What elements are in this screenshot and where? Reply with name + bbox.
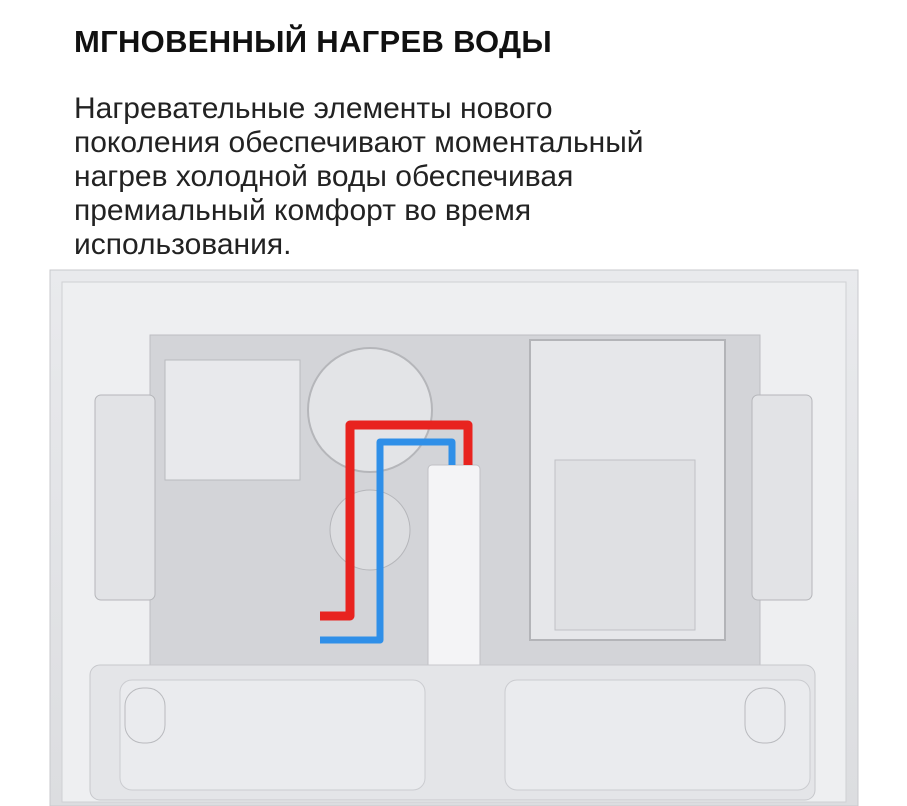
hot-water-pipe <box>320 420 473 621</box>
heater-internals-render <box>49 269 859 806</box>
cold-water-pipe <box>320 438 456 644</box>
description: Нагревательные элементы нового поколения… <box>74 92 794 262</box>
description-line: премиальный комфорт во время <box>74 194 532 227</box>
description-line: использования. <box>74 228 292 261</box>
description-line: нагрев холодной воды обеспечивая <box>74 160 574 193</box>
description-line: поколения обеспечивают моментальный <box>74 126 644 159</box>
description-line: Нагревательные элементы нового <box>74 92 553 125</box>
page-title: МГНОВЕННЫЙ НАГРЕВ ВОДЫ <box>74 24 553 59</box>
